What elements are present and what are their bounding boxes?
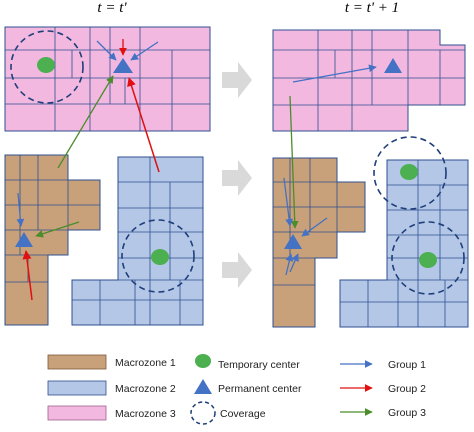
transition-arrow	[222, 252, 252, 288]
group-2-arrow	[127, 77, 160, 173]
legend-macrozone-3-label: Macrozone 3	[115, 408, 176, 420]
legend-group-3: Group 3	[340, 407, 426, 419]
right-panel	[272, 29, 469, 328]
group-1-arrow	[130, 41, 159, 61]
group-3-arrow	[289, 95, 299, 229]
legend-group-1-label: Group 1	[388, 359, 426, 371]
left-panel	[4, 26, 211, 326]
legend-permanent-center: Permanent center	[194, 379, 302, 395]
temporary-center	[37, 57, 55, 73]
group-1-arrow	[283, 177, 293, 227]
group-1-arrow	[96, 40, 117, 61]
legend-group-2-label: Group 2	[388, 383, 426, 395]
group-1-arrow	[301, 217, 328, 237]
left-macrozone-2	[71, 156, 204, 326]
legend-macrozone-3: Macrozone 3	[47, 405, 176, 421]
group-1-arrow	[289, 253, 299, 273]
legend-coverage: Coverage	[190, 401, 266, 425]
permanent-center	[113, 58, 133, 73]
left-macrozone-1	[4, 154, 101, 326]
coverage-circle	[373, 136, 447, 210]
group-1-arrow	[16, 192, 25, 227]
transition-arrows	[222, 62, 252, 288]
legend-group-1: Group 1	[340, 359, 426, 371]
group-3-arrow	[35, 221, 80, 238]
temporary-center	[151, 249, 169, 265]
coverage-circle	[391, 221, 465, 295]
permanent-center	[15, 232, 33, 247]
legend-coverage-label: Coverage	[220, 408, 266, 420]
coverage-circle	[10, 30, 84, 104]
legend-macrozone-1-label: Macrozone 1	[115, 357, 176, 369]
temporary-center	[419, 252, 437, 268]
legend-temporary-center-label: Temporary center	[218, 359, 300, 371]
permanent-center	[384, 58, 402, 73]
temporary-center	[400, 164, 418, 180]
transition-arrow	[222, 62, 252, 98]
legend-permanent-center-label: Permanent center	[218, 383, 302, 395]
legend-macrozone-2-label: Macrozone 2	[115, 383, 176, 395]
legend-macrozone-2: Macrozone 2	[47, 380, 176, 396]
legend-temporary-center: Temporary center	[195, 354, 300, 371]
legend-macrozone-1: Macrozone 1	[47, 354, 176, 370]
legend-group-3-label: Group 3	[388, 407, 426, 419]
legend: Macrozone 1 Macrozone 2 Macrozone 3 Temp…	[47, 354, 426, 425]
legend-group-2: Group 2	[340, 383, 426, 395]
right-macrozone-3	[272, 29, 466, 132]
group-1-arrow	[285, 253, 294, 276]
group-2-arrow	[22, 250, 33, 301]
header-left: t = t'	[97, 0, 127, 16]
header-right: t = t' + 1	[345, 0, 399, 16]
right-macrozone-1	[272, 157, 366, 328]
transition-arrow	[222, 160, 252, 196]
right-macrozone-2	[339, 159, 469, 328]
group-3-arrow	[57, 75, 114, 169]
permanent-center	[284, 234, 302, 249]
coverage-circle	[121, 219, 195, 293]
group-1-arrow	[292, 64, 377, 83]
left-macrozone-3	[4, 26, 211, 132]
